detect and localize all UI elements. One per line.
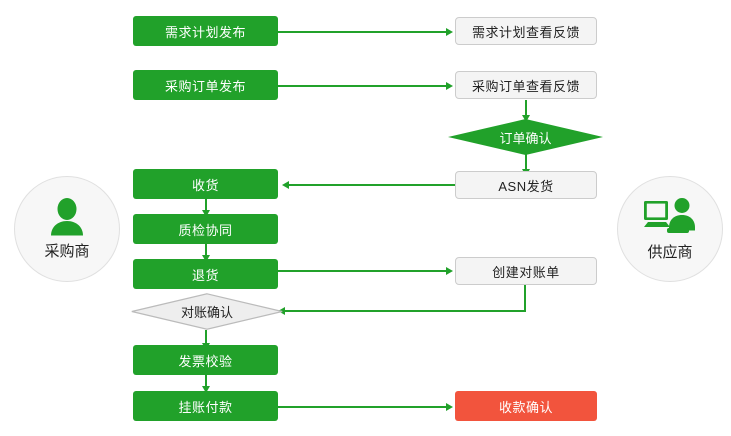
diamond-shape (131, 293, 283, 330)
node-label: ASN发货 (498, 178, 554, 194)
node-po-publish[interactable]: 采购订单发布 (133, 70, 278, 100)
node-create-statement[interactable]: 创建对账单 (455, 257, 597, 285)
node-asn-ship[interactable]: ASN发货 (455, 171, 597, 199)
diamond-shape (448, 119, 603, 155)
node-label: 需求计划查看反馈 (471, 24, 580, 40)
actor-label: 供应商 (647, 243, 693, 261)
node-demand-plan-feedback[interactable]: 需求计划查看反馈 (455, 17, 597, 45)
node-receive-goods[interactable]: 收货 (133, 169, 278, 199)
node-label: 质检协同 (178, 222, 233, 238)
node-label: 退货 (191, 267, 219, 283)
user-at-computer-icon (643, 197, 697, 239)
actor-buyer[interactable]: 采购商 (14, 176, 120, 282)
node-po-feedback[interactable]: 采购订单查看反馈 (455, 71, 597, 99)
node-label: 创建对账单 (492, 264, 560, 280)
node-label: 收款确认 (498, 399, 553, 415)
node-qc-collab[interactable]: 质检协同 (133, 214, 278, 244)
node-label: 收货 (191, 177, 219, 193)
user-icon (45, 197, 89, 238)
node-label: 挂账付款 (178, 399, 233, 415)
node-invoice-verify[interactable]: 发票校验 (133, 345, 278, 375)
node-label: 订单确认 (499, 130, 552, 146)
node-receipt-confirm[interactable]: 收款确认 (455, 391, 597, 421)
node-label: 对账确认 (180, 305, 233, 320)
node-payment-posting[interactable]: 挂账付款 (133, 391, 278, 421)
node-order-confirm[interactable]: 订单确认 (448, 119, 603, 155)
actor-supplier[interactable]: 供应商 (617, 176, 723, 282)
node-label: 采购订单发布 (164, 78, 246, 94)
node-return-goods[interactable]: 退货 (133, 259, 278, 289)
node-label: 发票校验 (178, 353, 233, 369)
actor-label: 采购商 (44, 242, 90, 260)
node-statement-confirm[interactable]: 对账确认 (131, 293, 283, 330)
node-label: 采购订单查看反馈 (471, 78, 580, 94)
node-demand-plan-publish[interactable]: 需求计划发布 (133, 16, 278, 46)
node-label: 需求计划发布 (164, 24, 246, 40)
